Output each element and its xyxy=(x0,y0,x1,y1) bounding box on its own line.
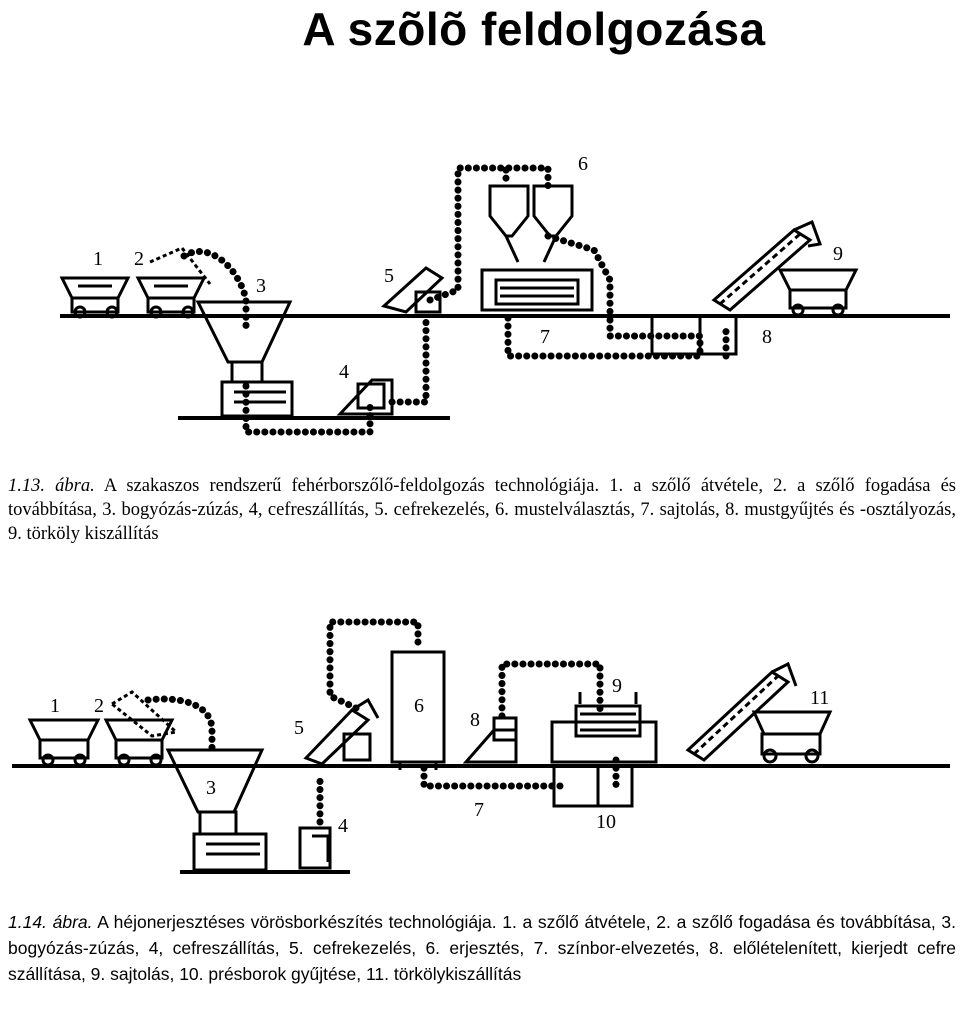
label-2: 2 xyxy=(134,248,144,270)
cart-icon xyxy=(106,692,176,765)
figure1-caption-text: A szakaszos rendszerű fehérborszőlő-feld… xyxy=(8,476,956,544)
label-7: 7 xyxy=(540,326,550,348)
label-4: 4 xyxy=(339,361,349,383)
label-3: 3 xyxy=(256,275,266,297)
cart-icon xyxy=(780,270,856,315)
label-2: 2 xyxy=(94,695,104,717)
label-5: 5 xyxy=(384,265,394,287)
treatment-unit-icon xyxy=(306,700,378,764)
label-9: 9 xyxy=(833,243,843,265)
label-11: 11 xyxy=(810,687,829,709)
label-6: 6 xyxy=(578,153,588,175)
pump-icon xyxy=(340,380,392,414)
figure2-caption-text: A héjonerjesztéses vörösborkészítés tech… xyxy=(8,912,956,984)
label-1: 1 xyxy=(93,248,103,270)
label-8: 8 xyxy=(470,709,480,731)
figure2-caption-lead: 1.14. ábra. xyxy=(8,912,93,932)
cart-icon xyxy=(754,712,830,762)
press-wine-collector-icon xyxy=(554,766,632,806)
figure2-caption: 1.14. ábra. A héjonerjesztéses vörösbork… xyxy=(8,909,956,987)
label-4: 4 xyxy=(338,815,348,837)
cart-icon xyxy=(62,278,128,317)
diagram-red-wine-process: 1 2 3 4 5 6 7 8 9 10 11 xyxy=(0,600,960,900)
figure1-caption: 1.13. ábra. A szakaszos rendszerű fehérb… xyxy=(8,474,956,546)
label-6: 6 xyxy=(414,695,424,717)
diagram-white-wine-process: 1 2 3 4 5 6 7 8 9 xyxy=(0,0,960,460)
figure1-caption-lead: 1.13. ábra. xyxy=(8,476,95,496)
label-1: 1 xyxy=(50,695,60,717)
label-3: 3 xyxy=(206,777,216,799)
label-5: 5 xyxy=(294,717,304,739)
separator-tanks-icon xyxy=(482,186,592,310)
label-8: 8 xyxy=(762,326,772,348)
pump-icon xyxy=(300,828,330,868)
cart-icon xyxy=(30,720,98,765)
label-7: 7 xyxy=(474,799,484,821)
label-9: 9 xyxy=(612,675,622,697)
label-10: 10 xyxy=(596,811,616,833)
elevator-conveyor-icon xyxy=(714,222,820,310)
press-icon xyxy=(552,692,656,762)
